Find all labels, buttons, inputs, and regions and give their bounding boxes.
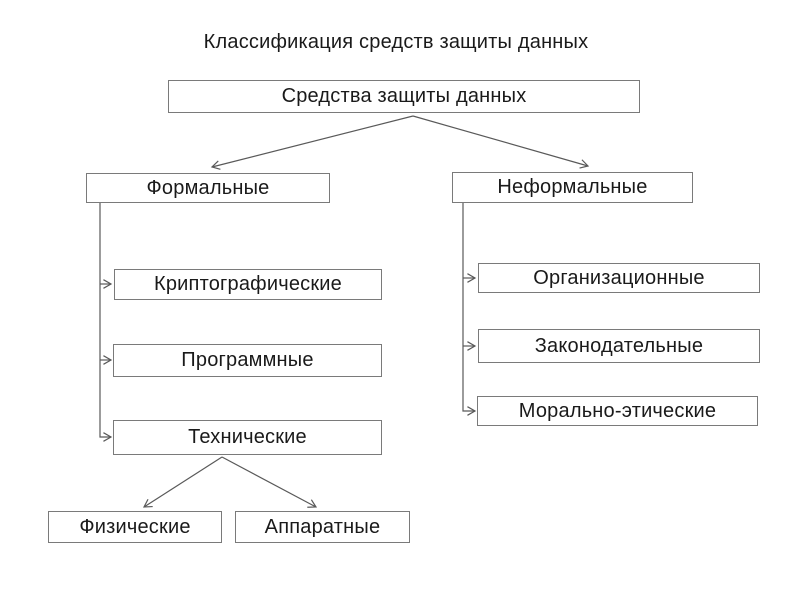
node-hardware: Аппаратные — [235, 511, 410, 543]
node-root: Средства защиты данных — [168, 80, 640, 113]
connector-technical-to-physical — [142, 456, 223, 508]
node-cryptographic: Криптографические — [114, 269, 382, 300]
node-formal: Формальные — [86, 173, 330, 203]
connector-root-to-formal — [210, 115, 414, 170]
node-organizational: Организационные — [478, 263, 760, 293]
node-legislative: Законодательные — [478, 329, 760, 363]
node-technical: Технические — [113, 420, 382, 455]
node-moral-ethical: Морально-этические — [477, 396, 758, 426]
connector-technical-to-hardware — [221, 456, 318, 508]
connector-informal-trunk-to-moral — [462, 203, 477, 416]
connector-formal-trunk-to-technical — [99, 203, 113, 442]
node-physical: Физические — [48, 511, 222, 543]
node-software: Программные — [113, 344, 382, 377]
node-informal: Неформальные — [452, 172, 693, 203]
slide-title: Классификация средств защиты данных — [203, 31, 589, 53]
connector-root-to-informal — [412, 115, 590, 169]
